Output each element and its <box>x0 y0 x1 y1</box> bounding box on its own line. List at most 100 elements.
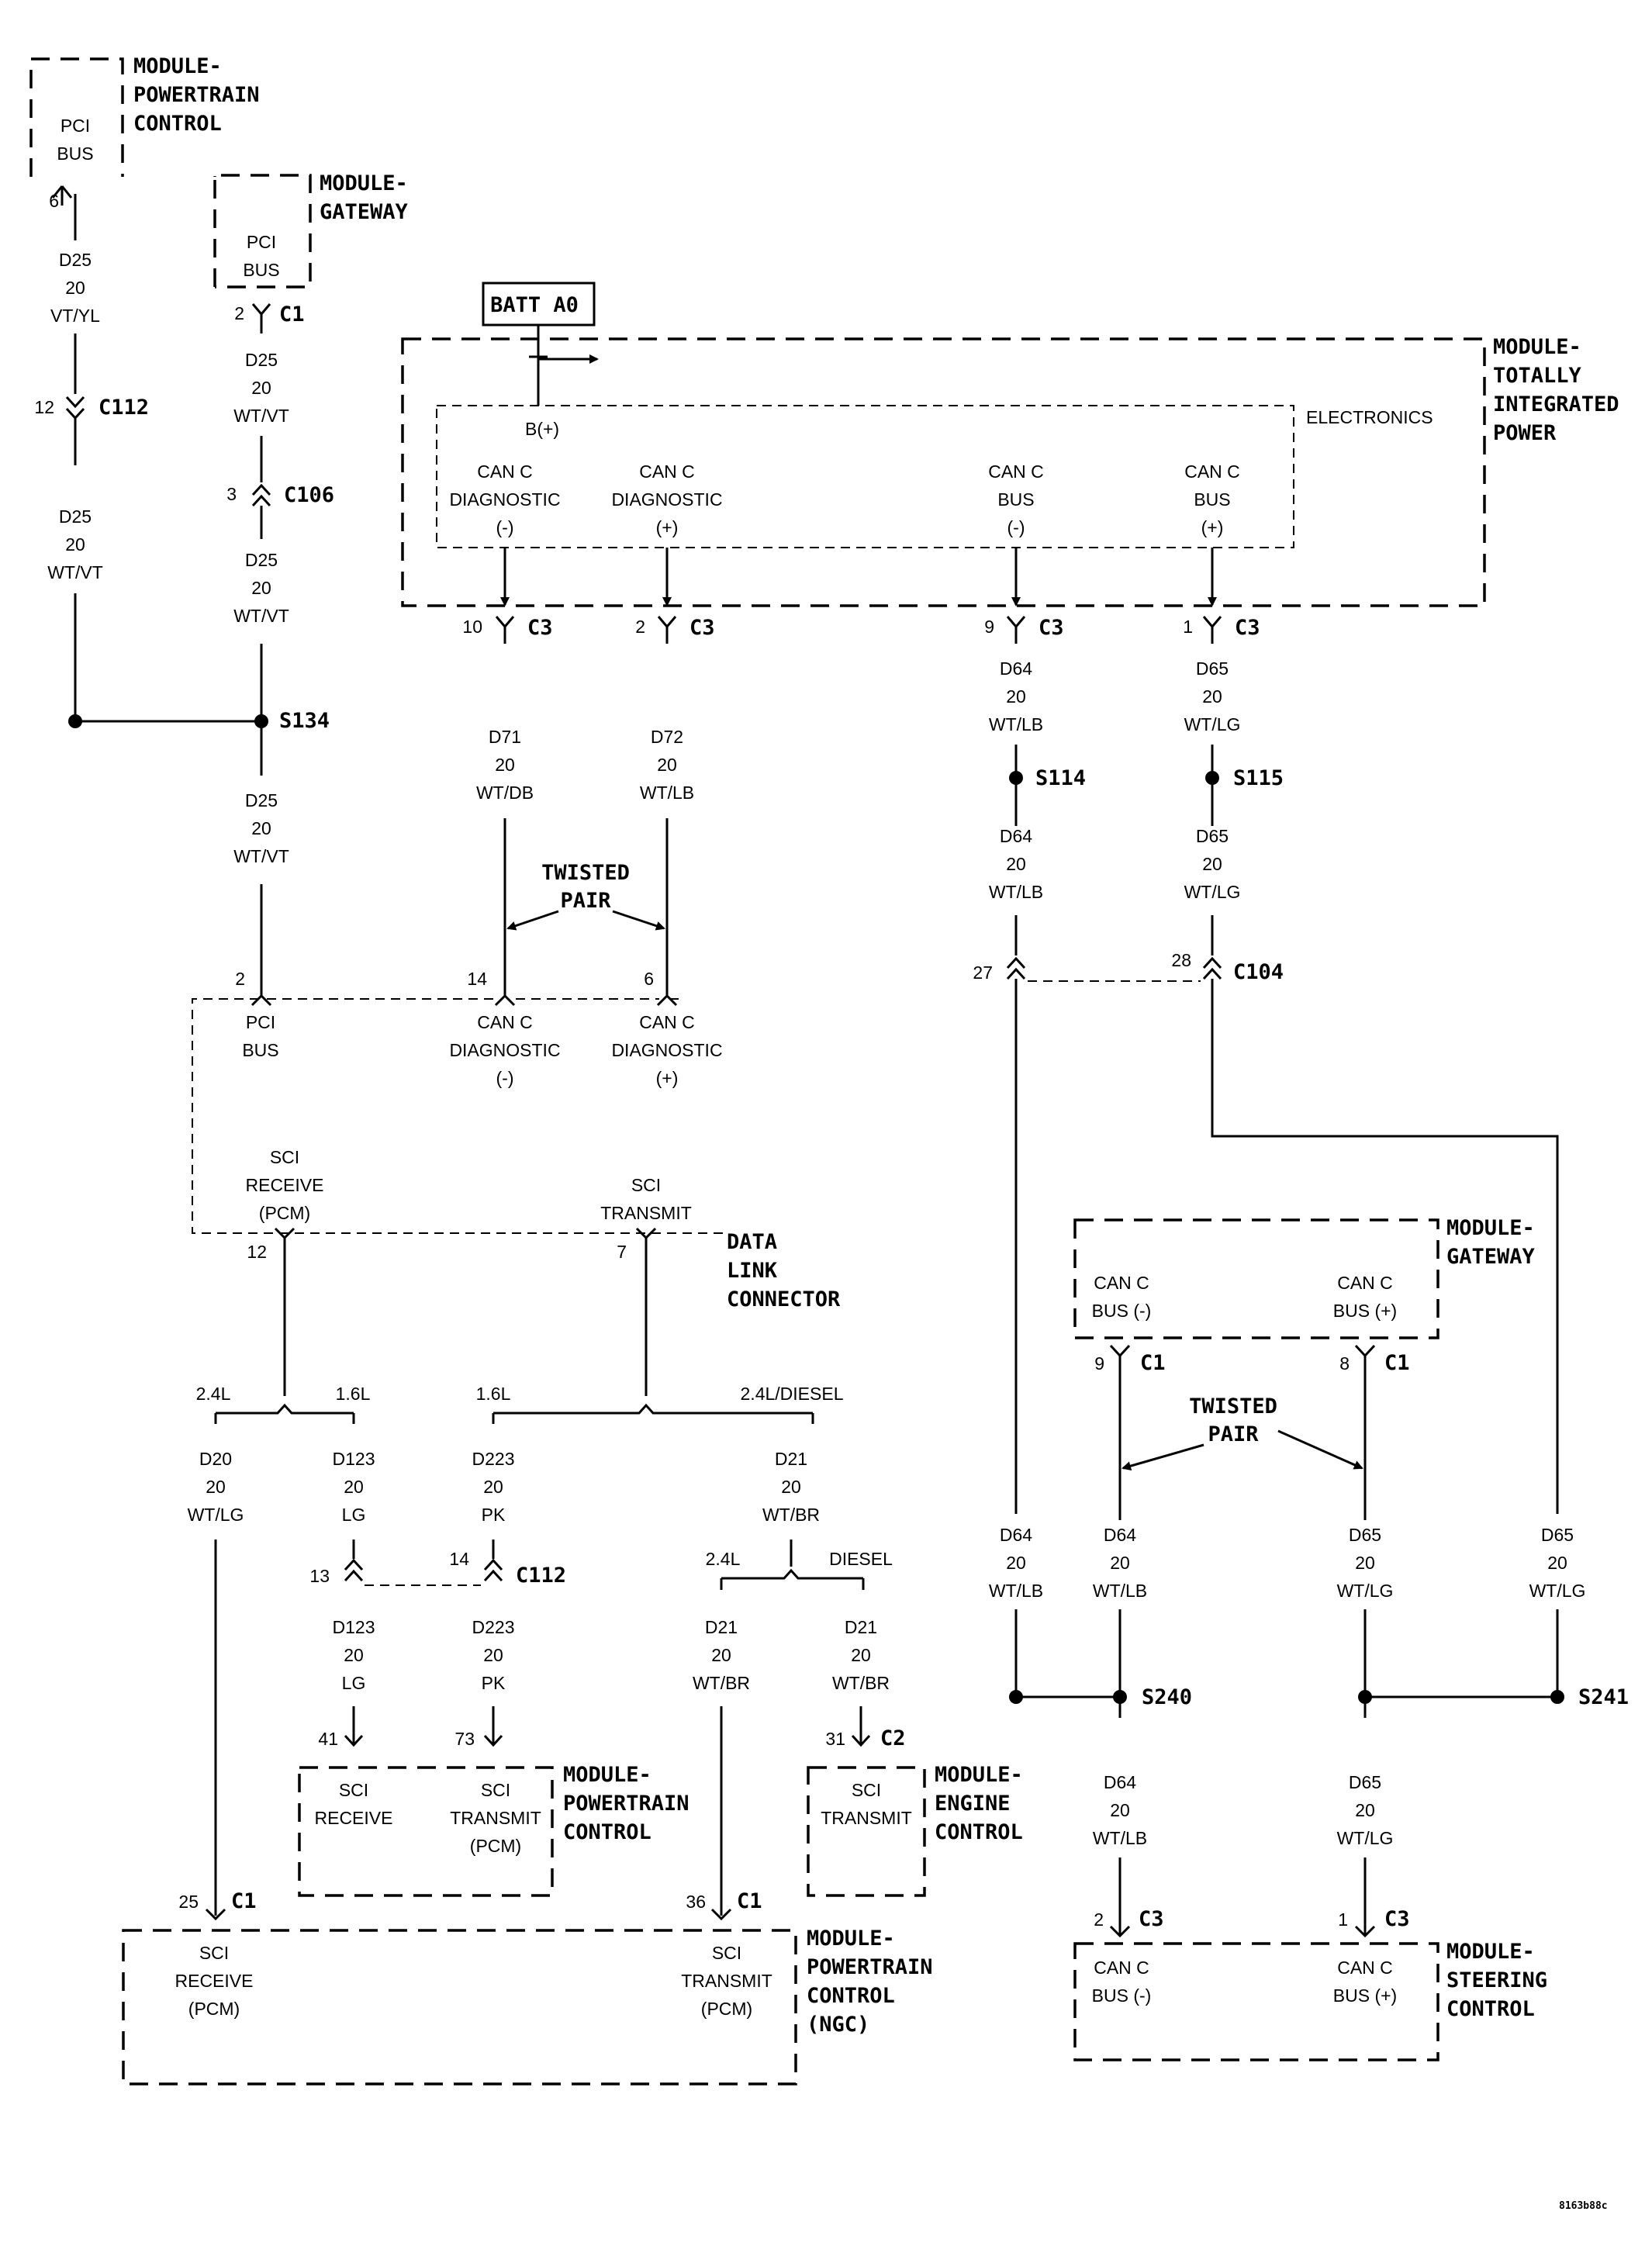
svg-text:B(+): B(+) <box>525 419 559 439</box>
svg-text:BUS: BUS <box>997 489 1034 510</box>
module-pcm-top: PCI BUS MODULE- POWERTRAIN CONTROL <box>29 54 260 177</box>
svg-text:D21: D21 <box>705 1617 738 1637</box>
svg-text:S241: S241 <box>1578 1685 1629 1709</box>
svg-text:20: 20 <box>483 1645 503 1665</box>
svg-text:C1: C1 <box>1140 1351 1166 1375</box>
svg-text:2: 2 <box>234 303 244 323</box>
svg-text:25: 25 <box>178 1892 199 1912</box>
svg-text:D25: D25 <box>245 790 278 810</box>
svg-text:D123: D123 <box>333 1449 375 1469</box>
svg-text:D25: D25 <box>59 250 92 270</box>
svg-text:BUS: BUS <box>242 1040 278 1060</box>
wire-gateway-right-can: 9 C1 8 C1 TWISTED PAIR <box>1094 1344 1410 1520</box>
svg-text:C112: C112 <box>98 396 149 420</box>
svg-text:CAN C: CAN C <box>1184 461 1240 482</box>
svg-text:SCI: SCI <box>852 1780 881 1800</box>
svg-text:73: 73 <box>454 1729 475 1749</box>
svg-text:20: 20 <box>1202 854 1222 874</box>
svg-text:2: 2 <box>635 617 645 637</box>
svg-text:PCI: PCI <box>246 1012 275 1032</box>
svg-text:GATEWAY: GATEWAY <box>320 200 409 224</box>
svg-text:D223: D223 <box>472 1449 515 1469</box>
svg-text:(PCM): (PCM) <box>259 1203 310 1223</box>
svg-text:TWISTED: TWISTED <box>541 861 630 885</box>
svg-text:MODULE-: MODULE- <box>133 54 222 78</box>
svg-text:WT/BR: WT/BR <box>832 1673 890 1693</box>
svg-text:1: 1 <box>1338 1909 1348 1930</box>
svg-text:DIAGNOSTIC: DIAGNOSTIC <box>449 489 560 510</box>
svg-text:PCI: PCI <box>60 116 90 136</box>
module-powertrain-control-ngc: SCI RECEIVE (PCM) SCI TRANSMIT (PCM) MOD… <box>122 1927 933 2085</box>
svg-text:WT/LB: WT/LB <box>989 714 1043 734</box>
wire-d20: D20 20 WT/LG 25 C1 <box>178 1449 257 1921</box>
svg-text:CONNECTOR: CONNECTOR <box>727 1287 841 1311</box>
svg-text:20: 20 <box>781 1477 801 1497</box>
svg-text:C1: C1 <box>737 1889 762 1913</box>
svg-text:S115: S115 <box>1233 766 1284 790</box>
svg-text:WT/LG: WT/LG <box>1529 1581 1586 1601</box>
svg-text:20: 20 <box>851 1645 871 1665</box>
svg-text:LINK: LINK <box>727 1259 778 1283</box>
svg-text:C3: C3 <box>527 616 553 640</box>
svg-text:C1: C1 <box>1384 1351 1410 1375</box>
svg-text:6: 6 <box>644 969 654 989</box>
svg-text:DIESEL: DIESEL <box>829 1549 893 1569</box>
svg-text:D64: D64 <box>1104 1772 1136 1792</box>
svg-text:D25: D25 <box>59 506 92 527</box>
svg-text:POWERTRAIN: POWERTRAIN <box>133 83 260 107</box>
svg-text:C3: C3 <box>689 616 715 640</box>
svg-text:28: 28 <box>1171 950 1191 970</box>
svg-text:MODULE-: MODULE- <box>1493 335 1581 359</box>
svg-text:WT/LB: WT/LB <box>1093 1581 1147 1601</box>
svg-text:DIAGNOSTIC: DIAGNOSTIC <box>449 1040 560 1060</box>
svg-text:ENGINE: ENGINE <box>935 1792 1011 1816</box>
svg-text:D64: D64 <box>1000 658 1032 679</box>
svg-text:BUS: BUS <box>1194 489 1230 510</box>
svg-text:CAN C: CAN C <box>1094 1273 1149 1293</box>
svg-text:WT/LG: WT/LG <box>188 1505 244 1525</box>
svg-text:C106: C106 <box>284 483 334 507</box>
module-gateway-top: PCI BUS MODULE- GATEWAY <box>213 171 409 289</box>
svg-text:20: 20 <box>344 1477 364 1497</box>
svg-text:9: 9 <box>1094 1353 1104 1374</box>
svg-text:20: 20 <box>495 755 515 775</box>
svg-text:SCI: SCI <box>712 1943 741 1963</box>
svg-text:C1: C1 <box>279 302 305 327</box>
svg-text:27: 27 <box>973 962 993 983</box>
wire-s241-splice: D65 20 WT/LG D65 20 WT/LG S241 D65 20 WT… <box>1337 1525 1629 1938</box>
svg-text:WT/DB: WT/DB <box>476 783 534 803</box>
svg-text:9: 9 <box>984 617 994 637</box>
svg-text:TRANSMIT: TRANSMIT <box>681 1971 772 1991</box>
svg-text:WT/LG: WT/LG <box>1337 1581 1394 1601</box>
svg-text:2.4L: 2.4L <box>196 1384 231 1404</box>
svg-text:2: 2 <box>235 969 245 989</box>
svg-text:14: 14 <box>449 1549 469 1569</box>
svg-text:1.6L: 1.6L <box>336 1384 371 1404</box>
svg-text:20: 20 <box>251 378 271 398</box>
svg-text:CAN C: CAN C <box>1337 1958 1393 1978</box>
svg-text:D72: D72 <box>651 727 683 747</box>
svg-text:C3: C3 <box>1039 616 1064 640</box>
svg-text:20: 20 <box>251 578 271 598</box>
svg-text:C3: C3 <box>1235 616 1260 640</box>
module-steering-control: CAN C BUS (-) CAN C BUS (+) MODULE- STEE… <box>1073 1940 1547 2061</box>
svg-text:20: 20 <box>483 1477 503 1497</box>
svg-text:6: 6 <box>49 191 59 211</box>
svg-text:41: 41 <box>318 1729 338 1749</box>
svg-text:C104: C104 <box>1233 960 1284 984</box>
svg-text:20: 20 <box>1110 1800 1130 1820</box>
svg-text:2.4L: 2.4L <box>706 1549 741 1569</box>
svg-text:WT/LB: WT/LB <box>989 1581 1043 1601</box>
svg-text:MODULE-: MODULE- <box>1446 1216 1535 1240</box>
svg-text:WT/LB: WT/LB <box>989 882 1043 902</box>
svg-text:20: 20 <box>1006 1553 1026 1573</box>
svg-text:(+): (+) <box>1201 517 1224 537</box>
svg-text:RECEIVE: RECEIVE <box>175 1971 254 1991</box>
svg-text:BATT A0: BATT A0 <box>490 293 579 317</box>
svg-text:(+): (+) <box>656 517 679 537</box>
svg-text:7: 7 <box>617 1242 627 1262</box>
svg-text:CAN C: CAN C <box>477 1012 533 1032</box>
svg-text:BUS: BUS <box>57 143 93 164</box>
svg-text:MODULE-: MODULE- <box>935 1763 1023 1787</box>
